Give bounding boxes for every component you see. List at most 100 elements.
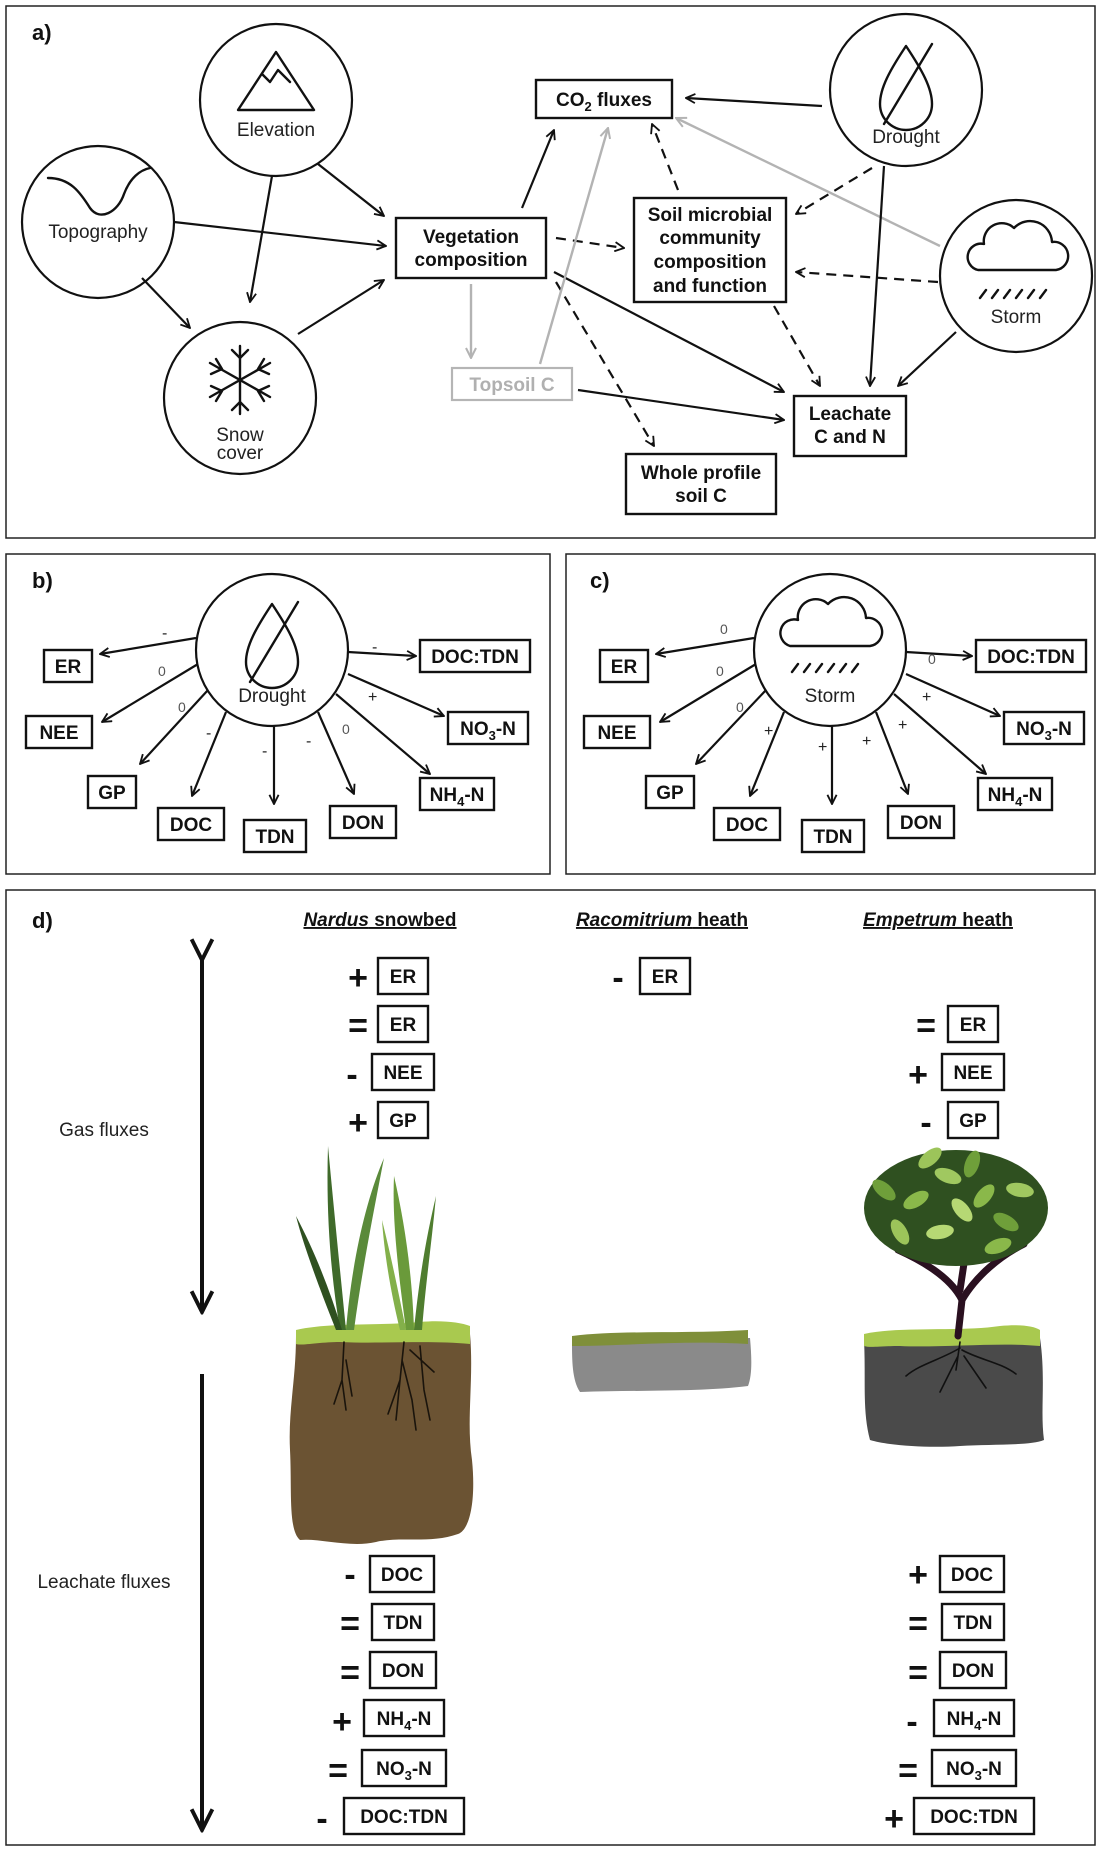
empetrum-header: Empetrum heath	[863, 910, 1013, 931]
storm-doc-sign: +	[764, 723, 773, 740]
storm-don-sign: +	[862, 733, 871, 750]
svg-text:Storm: Storm	[805, 686, 856, 707]
storm-no3-sign: +	[922, 689, 931, 706]
svg-text:cover: cover	[217, 443, 264, 464]
svg-text:DOC: DOC	[381, 1565, 424, 1586]
storm-hub: Storm	[752, 572, 908, 728]
topography-node: Topography	[20, 144, 176, 300]
list-item: -NEE	[346, 1052, 436, 1094]
svg-text:CO2 fluxes: CO2 fluxes	[556, 90, 652, 114]
svg-text:=: =	[898, 1752, 918, 1790]
dark-soil-block	[864, 1338, 1044, 1447]
list-item: + NEE	[908, 1052, 1006, 1094]
storm-nee-box: NEE	[582, 714, 652, 750]
grass-leaf	[296, 1216, 342, 1330]
svg-text:-: -	[344, 1556, 355, 1594]
svg-text:NH4-N: NH4-N	[947, 1709, 1002, 1733]
whole-profile-box: Whole profile soil C	[624, 452, 778, 516]
svg-text:DOC:TDN: DOC:TDN	[431, 647, 519, 668]
nardus-illustration	[289, 1146, 474, 1544]
list-item: =TDN	[340, 1602, 436, 1643]
svg-text:GP: GP	[98, 783, 126, 804]
moss-strip	[572, 1330, 748, 1346]
svg-text:=: =	[908, 1605, 928, 1643]
storm-tdn-sign: +	[818, 739, 827, 756]
racomitrium-gas-rows: -ER	[612, 956, 692, 997]
svg-text:-: -	[612, 959, 623, 997]
drought-gp-box: GP	[86, 774, 138, 810]
drought-nh4-box: NH4-N	[418, 776, 496, 812]
svg-text:ER: ER	[55, 657, 82, 678]
svg-text:Topography: Topography	[48, 222, 148, 243]
grass-leaf	[414, 1196, 436, 1330]
empetrum-leachate-rows: +DOC =TDN =DON -NH4-N =NO3-N +DOC:TDN	[884, 1554, 1036, 1838]
drought-node: Drought	[828, 12, 984, 168]
svg-text:soil C: soil C	[675, 486, 727, 507]
svg-text:=: =	[348, 1007, 368, 1045]
nardus-header: Nardus snowbed	[303, 910, 456, 931]
svg-text:DON: DON	[900, 813, 942, 834]
drought-drop-icon	[878, 42, 934, 132]
mountain-icon	[236, 50, 316, 112]
panel-c-arrows	[656, 636, 1000, 804]
svg-text:NEE: NEE	[953, 1063, 992, 1084]
list-item: + NH4-N	[332, 1698, 446, 1741]
svg-text:+: +	[348, 959, 368, 997]
storm-gp-sign: 0	[736, 699, 744, 715]
list-item: -DOC:TDN	[316, 1796, 466, 1838]
shrub-canopy	[864, 1147, 1048, 1266]
svg-text:DOC:TDN: DOC:TDN	[987, 647, 1075, 668]
storm-doctdn-box: DOC:TDN	[974, 638, 1088, 674]
list-item: =DON	[340, 1650, 438, 1692]
list-item: -ER	[612, 956, 692, 997]
valley-icon	[46, 166, 152, 216]
panel-b-targets: ER NEE GP DOC TDN DON NH4-N NO3-N DOC:TD…	[24, 638, 532, 854]
storm-doctdn-sign: 0	[928, 651, 936, 667]
list-item: + DOC:TDN	[884, 1796, 1036, 1838]
grass-leaf	[327, 1146, 346, 1330]
svg-text:GP: GP	[656, 783, 684, 804]
panel-b-label: b)	[32, 568, 53, 593]
list-item: - DOC	[344, 1554, 436, 1594]
svg-text:C and N: C and N	[814, 427, 886, 448]
drought-nee-sign: 0	[158, 663, 166, 679]
svg-text:+: +	[332, 1703, 352, 1741]
storm-nee-sign: 0	[716, 663, 724, 679]
drought-nee-box: NEE	[24, 714, 94, 750]
drought-no3-sign: +	[368, 689, 377, 706]
svg-text:Whole profile: Whole profile	[641, 463, 761, 484]
moss-strip	[864, 1325, 1040, 1347]
nardus-gas-rows: +ER =ER -NEE +GP	[346, 956, 436, 1142]
panel-a-label: a)	[32, 20, 52, 45]
svg-text:=: =	[340, 1654, 360, 1692]
brown-soil-block	[289, 1334, 474, 1544]
roots	[905, 1341, 1017, 1393]
panel-c-targets: ER NEE GP DOC TDN DON NH4-N NO3-N DOC:TD…	[582, 638, 1088, 854]
svg-text:+: +	[908, 1056, 928, 1094]
list-item: =ER	[916, 1004, 1000, 1045]
storm-er-box: ER	[598, 648, 650, 684]
list-item: =NO3-N	[328, 1748, 448, 1790]
svg-text:+: +	[884, 1800, 904, 1838]
roots	[333, 1341, 435, 1431]
svg-text:TDN: TDN	[383, 1613, 422, 1634]
storm-gp-box: GP	[644, 774, 696, 810]
svg-text:-: -	[316, 1800, 327, 1838]
panel-b-arrows	[100, 636, 444, 804]
list-item: =NO3-N	[898, 1748, 1018, 1790]
gray-soil-block	[572, 1338, 752, 1392]
svg-text:ER: ER	[960, 1015, 987, 1036]
topsoil-c-box: Topsoil C	[450, 366, 574, 402]
drought-don-box: DON	[328, 804, 398, 840]
svg-text:NH4-N: NH4-N	[377, 1709, 432, 1733]
svg-text:TDN: TDN	[813, 827, 852, 848]
storm-nh4-sign: +	[898, 717, 907, 734]
svg-text:GP: GP	[959, 1111, 987, 1132]
racomitrium-header: Racomitrium heath	[576, 910, 748, 931]
list-item: -GP	[920, 1100, 1000, 1142]
svg-text:DOC:TDN: DOC:TDN	[930, 1807, 1018, 1828]
svg-text:GP: GP	[389, 1111, 417, 1132]
storm-doc-box: DOC	[712, 806, 782, 842]
leachate-box: Leachate C and N	[792, 394, 908, 458]
svg-text:Soil microbial: Soil microbial	[648, 205, 773, 226]
